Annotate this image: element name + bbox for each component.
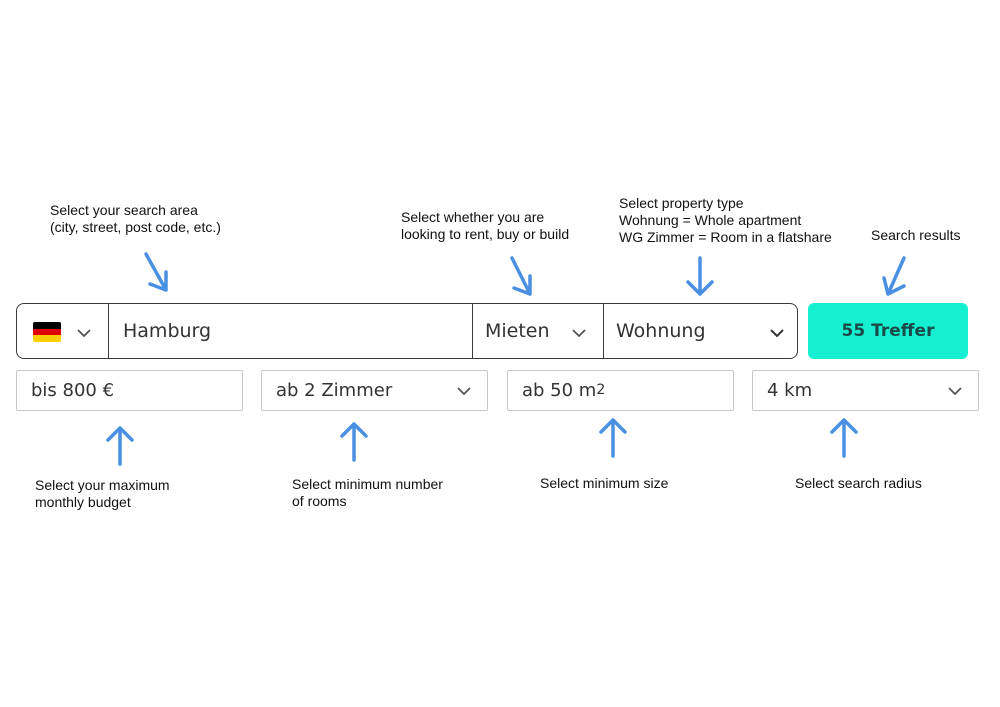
arrow-up-icon — [340, 422, 368, 462]
property-type-select[interactable]: Wohnung — [604, 304, 796, 358]
size-unit-sup: 2 — [596, 382, 606, 398]
annotation-results: Search results — [871, 227, 961, 243]
chevron-down-icon — [948, 387, 962, 396]
chevron-down-icon — [770, 329, 784, 338]
transaction-value: Mieten — [485, 320, 550, 342]
arrow-down-icon — [686, 256, 714, 296]
arrow-up-icon — [106, 426, 134, 466]
arrow-down-icon — [882, 256, 906, 296]
budget-input[interactable]: bis 800 € — [16, 370, 243, 411]
location-input[interactable]: Hamburg — [109, 304, 473, 358]
size-input[interactable]: ab 50 m2 — [507, 370, 734, 411]
search-bar: Hamburg Mieten Wohnung — [16, 303, 798, 359]
annotation-rooms: Select minimum number of rooms — [292, 476, 443, 509]
chevron-down-icon — [457, 387, 471, 396]
chevron-down-icon — [572, 329, 586, 338]
location-value: Hamburg — [123, 320, 212, 342]
chevron-down-icon — [77, 329, 91, 338]
radius-select[interactable]: 4 km — [752, 370, 979, 411]
country-selector[interactable] — [17, 304, 109, 358]
arrow-down-icon — [144, 252, 168, 292]
annotation-rent-buy: Select whether you are looking to rent, … — [401, 209, 570, 242]
arrow-up-icon — [599, 418, 627, 458]
annotation-budget: Select your maximum monthly budget — [35, 477, 170, 510]
size-value: ab 50 m2 — [522, 380, 606, 401]
property-type-value: Wohnung — [616, 320, 706, 342]
annotation-size: Select minimum size — [540, 475, 669, 491]
arrow-down-icon — [510, 256, 532, 296]
annotation-search-area: Select your search area (city, street, p… — [50, 202, 221, 235]
budget-value: bis 800 € — [31, 380, 115, 401]
arrow-up-icon — [830, 418, 858, 458]
rooms-select[interactable]: ab 2 Zimmer — [261, 370, 488, 411]
radius-value: 4 km — [767, 380, 813, 401]
annotation-radius: Select search radius — [795, 475, 922, 491]
transaction-select[interactable]: Mieten — [473, 304, 604, 358]
germany-flag-icon — [33, 322, 61, 342]
rooms-value: ab 2 Zimmer — [276, 380, 393, 401]
search-results-button[interactable]: 55 Treffer — [808, 303, 968, 359]
annotation-property-type: Select property type Wohnung = Whole apa… — [619, 195, 832, 245]
